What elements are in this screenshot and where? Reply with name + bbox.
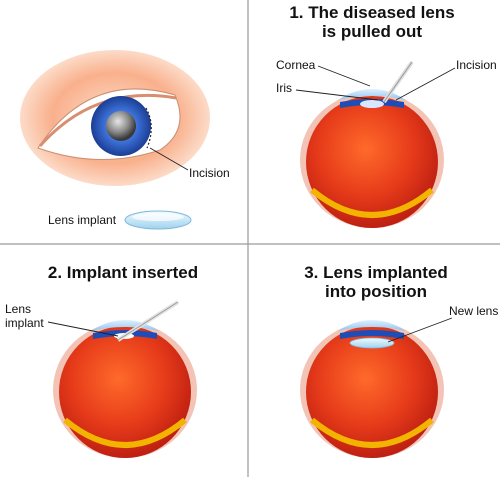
eyeball-step-2 [53,300,197,458]
cornea-label: Cornea [276,58,316,72]
iris-leader [295,89,379,101]
incision-leader [149,147,189,171]
step-3-title-line2: into position [325,282,427,301]
eyeball-step-3 [300,320,444,458]
lens-label-line1: Lens [5,302,31,316]
new-lens-leader [387,317,453,343]
incision-label: Incision [189,166,230,180]
step-1-title-line2: is pulled out [322,22,422,41]
eyeball-step-1 [300,60,444,228]
iris-label: Iris [276,81,292,95]
new-lens-label: New lens [449,304,498,318]
incision-label-step-1: Incision [456,58,497,72]
diseased-lens [360,100,384,108]
cornea-leader [317,65,371,87]
step-3-title-line1: 3. Lens implanted [304,263,448,282]
incision-leader-step-1 [395,67,456,101]
lens-implant-leader [47,321,119,337]
new-lens [349,337,395,349]
pupil [106,111,136,141]
lens-implant-illustration [124,210,192,230]
lens-label-line2: implant [5,316,44,330]
incision-mark [145,107,152,149]
external-eye-illustration [20,50,210,186]
lens-implant-label: Lens implant [48,213,117,227]
step-2-title: 2. Implant inserted [48,263,198,282]
step-1-title-line1: 1. The diseased lens [289,3,454,22]
